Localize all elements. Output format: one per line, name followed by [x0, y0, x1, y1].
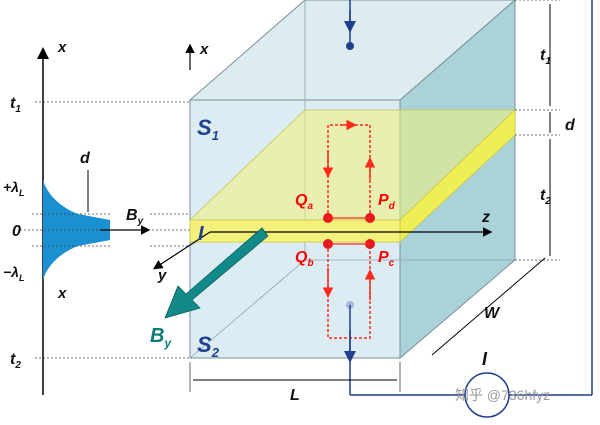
t1-left-label: t1: [10, 95, 21, 115]
minus-lambda-label: −λL: [3, 264, 24, 283]
qa-label: Qa: [295, 192, 313, 212]
l-label: L: [290, 387, 300, 404]
x-bottom-label: x: [57, 285, 67, 302]
w-label: W: [484, 305, 501, 322]
pc-label: Pc: [378, 249, 395, 269]
dimension-markers: t1 d t2 W L: [189, 0, 576, 404]
current-loop: [322, 119, 376, 339]
y-axis-label: y: [157, 267, 167, 284]
t1-right-label: t1: [540, 47, 551, 67]
d-left-label: d: [80, 150, 91, 167]
source-i-label: I: [482, 349, 488, 369]
d-right-label: d: [565, 117, 576, 134]
by-arrow-label: By: [150, 325, 172, 350]
s1-label: S1: [197, 115, 219, 143]
y-axis: [152, 231, 211, 270]
zero-label: 0: [12, 223, 21, 240]
qb-label: Qb: [295, 249, 314, 269]
plus-lambda-label: +λL: [3, 179, 24, 198]
w-dim-line: [431, 257, 546, 356]
t2-left-label: t2: [10, 351, 21, 371]
current-source-circuit: I 知乎 @736hfyz: [350, 0, 593, 418]
barrier-front: [189, 219, 401, 243]
barrier-i-label: I: [198, 223, 204, 245]
x-left-label: x: [57, 39, 67, 56]
back-diagonal-edge: [189, 259, 306, 359]
current-in-contact: [346, 42, 354, 50]
z-axis-label: z: [481, 209, 490, 226]
by-left-label: By: [126, 207, 144, 227]
watermark: 知乎 @736hfyz: [455, 387, 550, 403]
x-box-label: x: [199, 41, 209, 58]
pd-label: Pd: [378, 192, 396, 212]
penetration-profile: x t1 d +λL 0 −λL x t2 By: [3, 39, 190, 395]
t2-right-label: t2: [540, 187, 551, 207]
s2-label: S2: [197, 332, 220, 360]
by-teal-arrow: [164, 227, 269, 319]
junction-box: x z y: [150, 0, 516, 395]
